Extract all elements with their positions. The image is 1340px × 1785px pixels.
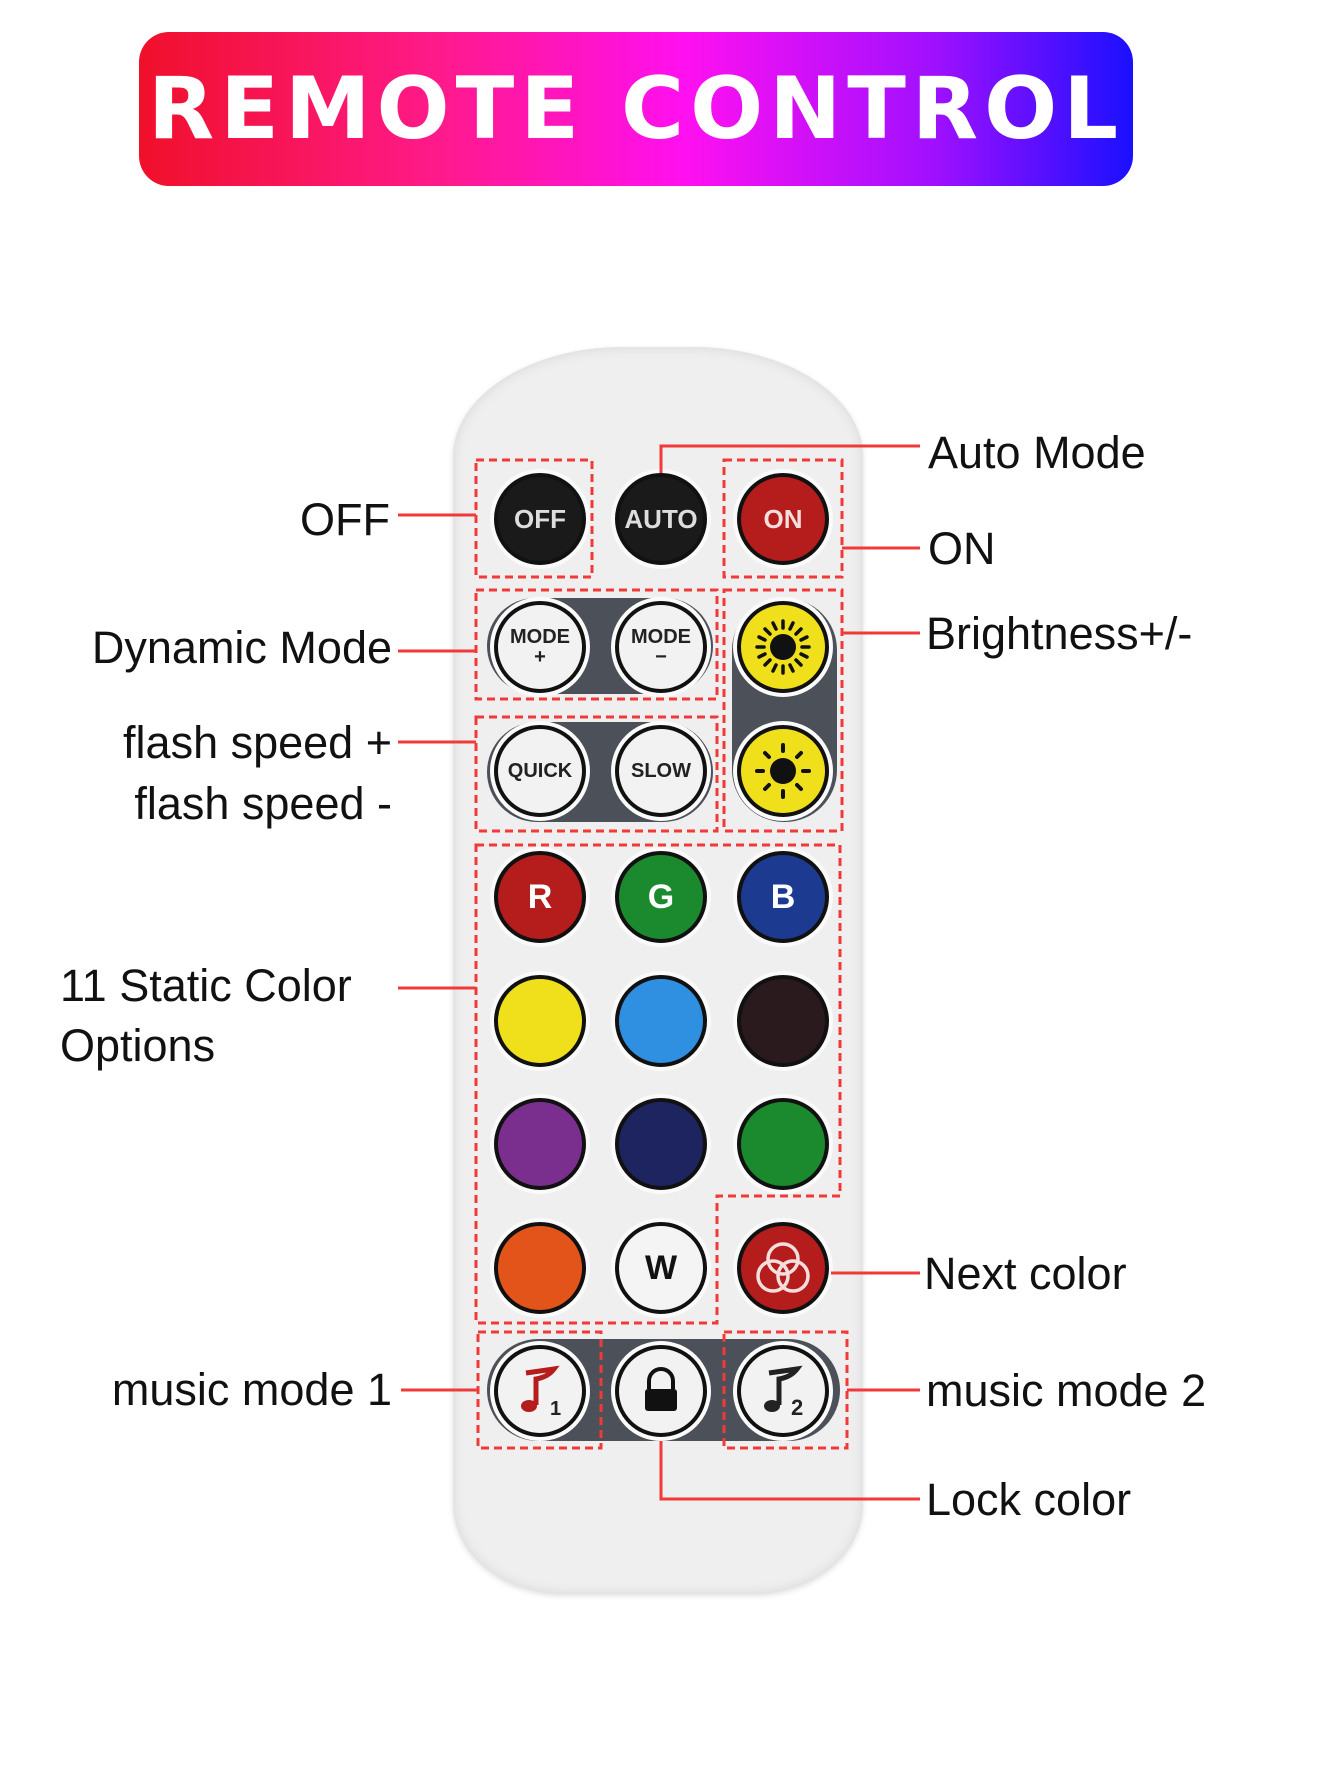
dark-green-button[interactable] xyxy=(737,1098,829,1190)
mode-plus-label: MODE xyxy=(510,626,570,648)
label-lock-color: Lock color xyxy=(926,1474,1132,1525)
label-music-mode-2: music mode 2 xyxy=(926,1365,1207,1416)
b-label: B xyxy=(770,877,796,916)
quick-button[interactable]: QUICK xyxy=(494,725,586,817)
next-color-button[interactable] xyxy=(737,1222,829,1314)
music-2-number: 2 xyxy=(791,1395,803,1420)
orange-button[interactable] xyxy=(494,1222,586,1314)
auto-button[interactable]: AUTO xyxy=(615,473,707,565)
brightness-down-button[interactable] xyxy=(737,725,829,817)
sky-blue-button[interactable] xyxy=(615,975,707,1067)
label-static-options: Options xyxy=(60,1020,216,1071)
slow-button[interactable]: SLOW xyxy=(615,725,707,817)
minus-sign: − xyxy=(655,646,667,668)
music-1-number: 1 xyxy=(550,1398,561,1420)
w-label: W xyxy=(644,1248,678,1287)
color-circles-icon xyxy=(756,1242,810,1293)
music-mode-2-button[interactable]: 2 xyxy=(737,1345,829,1437)
off-button-label: OFF xyxy=(514,503,566,534)
off-box xyxy=(474,458,594,579)
brightness-up-button[interactable] xyxy=(737,601,829,693)
on-button-label: ON xyxy=(763,503,803,534)
music-1-box xyxy=(476,1330,603,1450)
music-note-1-icon: 1 xyxy=(521,1365,561,1420)
blue-button[interactable]: B xyxy=(737,851,829,943)
sun-large-icon xyxy=(755,619,811,675)
label-brightness: Brightness+/- xyxy=(926,608,1193,659)
auto-leader xyxy=(659,444,920,473)
label-flash-minus: flash speed - xyxy=(134,778,392,829)
label-static-colors: 11 Static Color xyxy=(60,960,352,1011)
label-next-color: Next color xyxy=(924,1248,1127,1299)
music-note-2-icon: 2 xyxy=(764,1365,803,1420)
green-button[interactable]: G xyxy=(615,851,707,943)
plus-sign: + xyxy=(534,646,546,668)
label-off: OFF xyxy=(300,494,390,545)
yellow-button[interactable] xyxy=(494,975,586,1067)
on-button[interactable]: ON xyxy=(737,473,829,565)
r-label: R xyxy=(527,877,553,916)
title-banner: REMOTE CONTROL xyxy=(139,32,1133,186)
white-button[interactable]: W xyxy=(615,1222,707,1314)
red-button[interactable]: R xyxy=(494,851,586,943)
label-flash-plus: flash speed + xyxy=(123,717,392,768)
speed-box xyxy=(474,715,719,833)
off-button[interactable]: OFF xyxy=(494,473,586,565)
label-dynamic-mode: Dynamic Mode xyxy=(91,622,392,673)
mode-minus-label: MODE xyxy=(631,626,691,648)
lock-leader xyxy=(659,1441,920,1501)
title: REMOTE CONTROL xyxy=(148,59,1124,159)
label-music-mode-1: music mode 1 xyxy=(111,1364,392,1415)
lock-color-button[interactable] xyxy=(615,1345,707,1437)
mode-minus-button[interactable]: MODE− xyxy=(615,601,707,693)
brightness-box xyxy=(722,588,844,833)
music-2-box xyxy=(722,1330,849,1450)
purple-button[interactable] xyxy=(494,1098,586,1190)
g-label: G xyxy=(647,877,675,916)
label-auto-mode: Auto Mode xyxy=(928,427,1146,478)
music-mode-1-button[interactable]: 1 xyxy=(494,1345,586,1437)
leader-lines xyxy=(398,444,920,1501)
slow-label: SLOW xyxy=(631,760,691,782)
mode-box xyxy=(474,588,719,701)
sun-small-icon xyxy=(755,743,811,799)
on-box xyxy=(722,458,844,579)
mode-plus-button[interactable]: MODE+ xyxy=(494,601,586,693)
static-color-box xyxy=(474,843,842,1325)
navy-button[interactable] xyxy=(615,1098,707,1190)
lock-icon xyxy=(645,1367,677,1411)
dashed-boxes xyxy=(474,458,849,1450)
dark-brown-button[interactable] xyxy=(737,975,829,1067)
auto-button-label: AUTO xyxy=(624,503,698,534)
label-on: ON xyxy=(928,523,996,574)
quick-label: QUICK xyxy=(507,760,573,782)
